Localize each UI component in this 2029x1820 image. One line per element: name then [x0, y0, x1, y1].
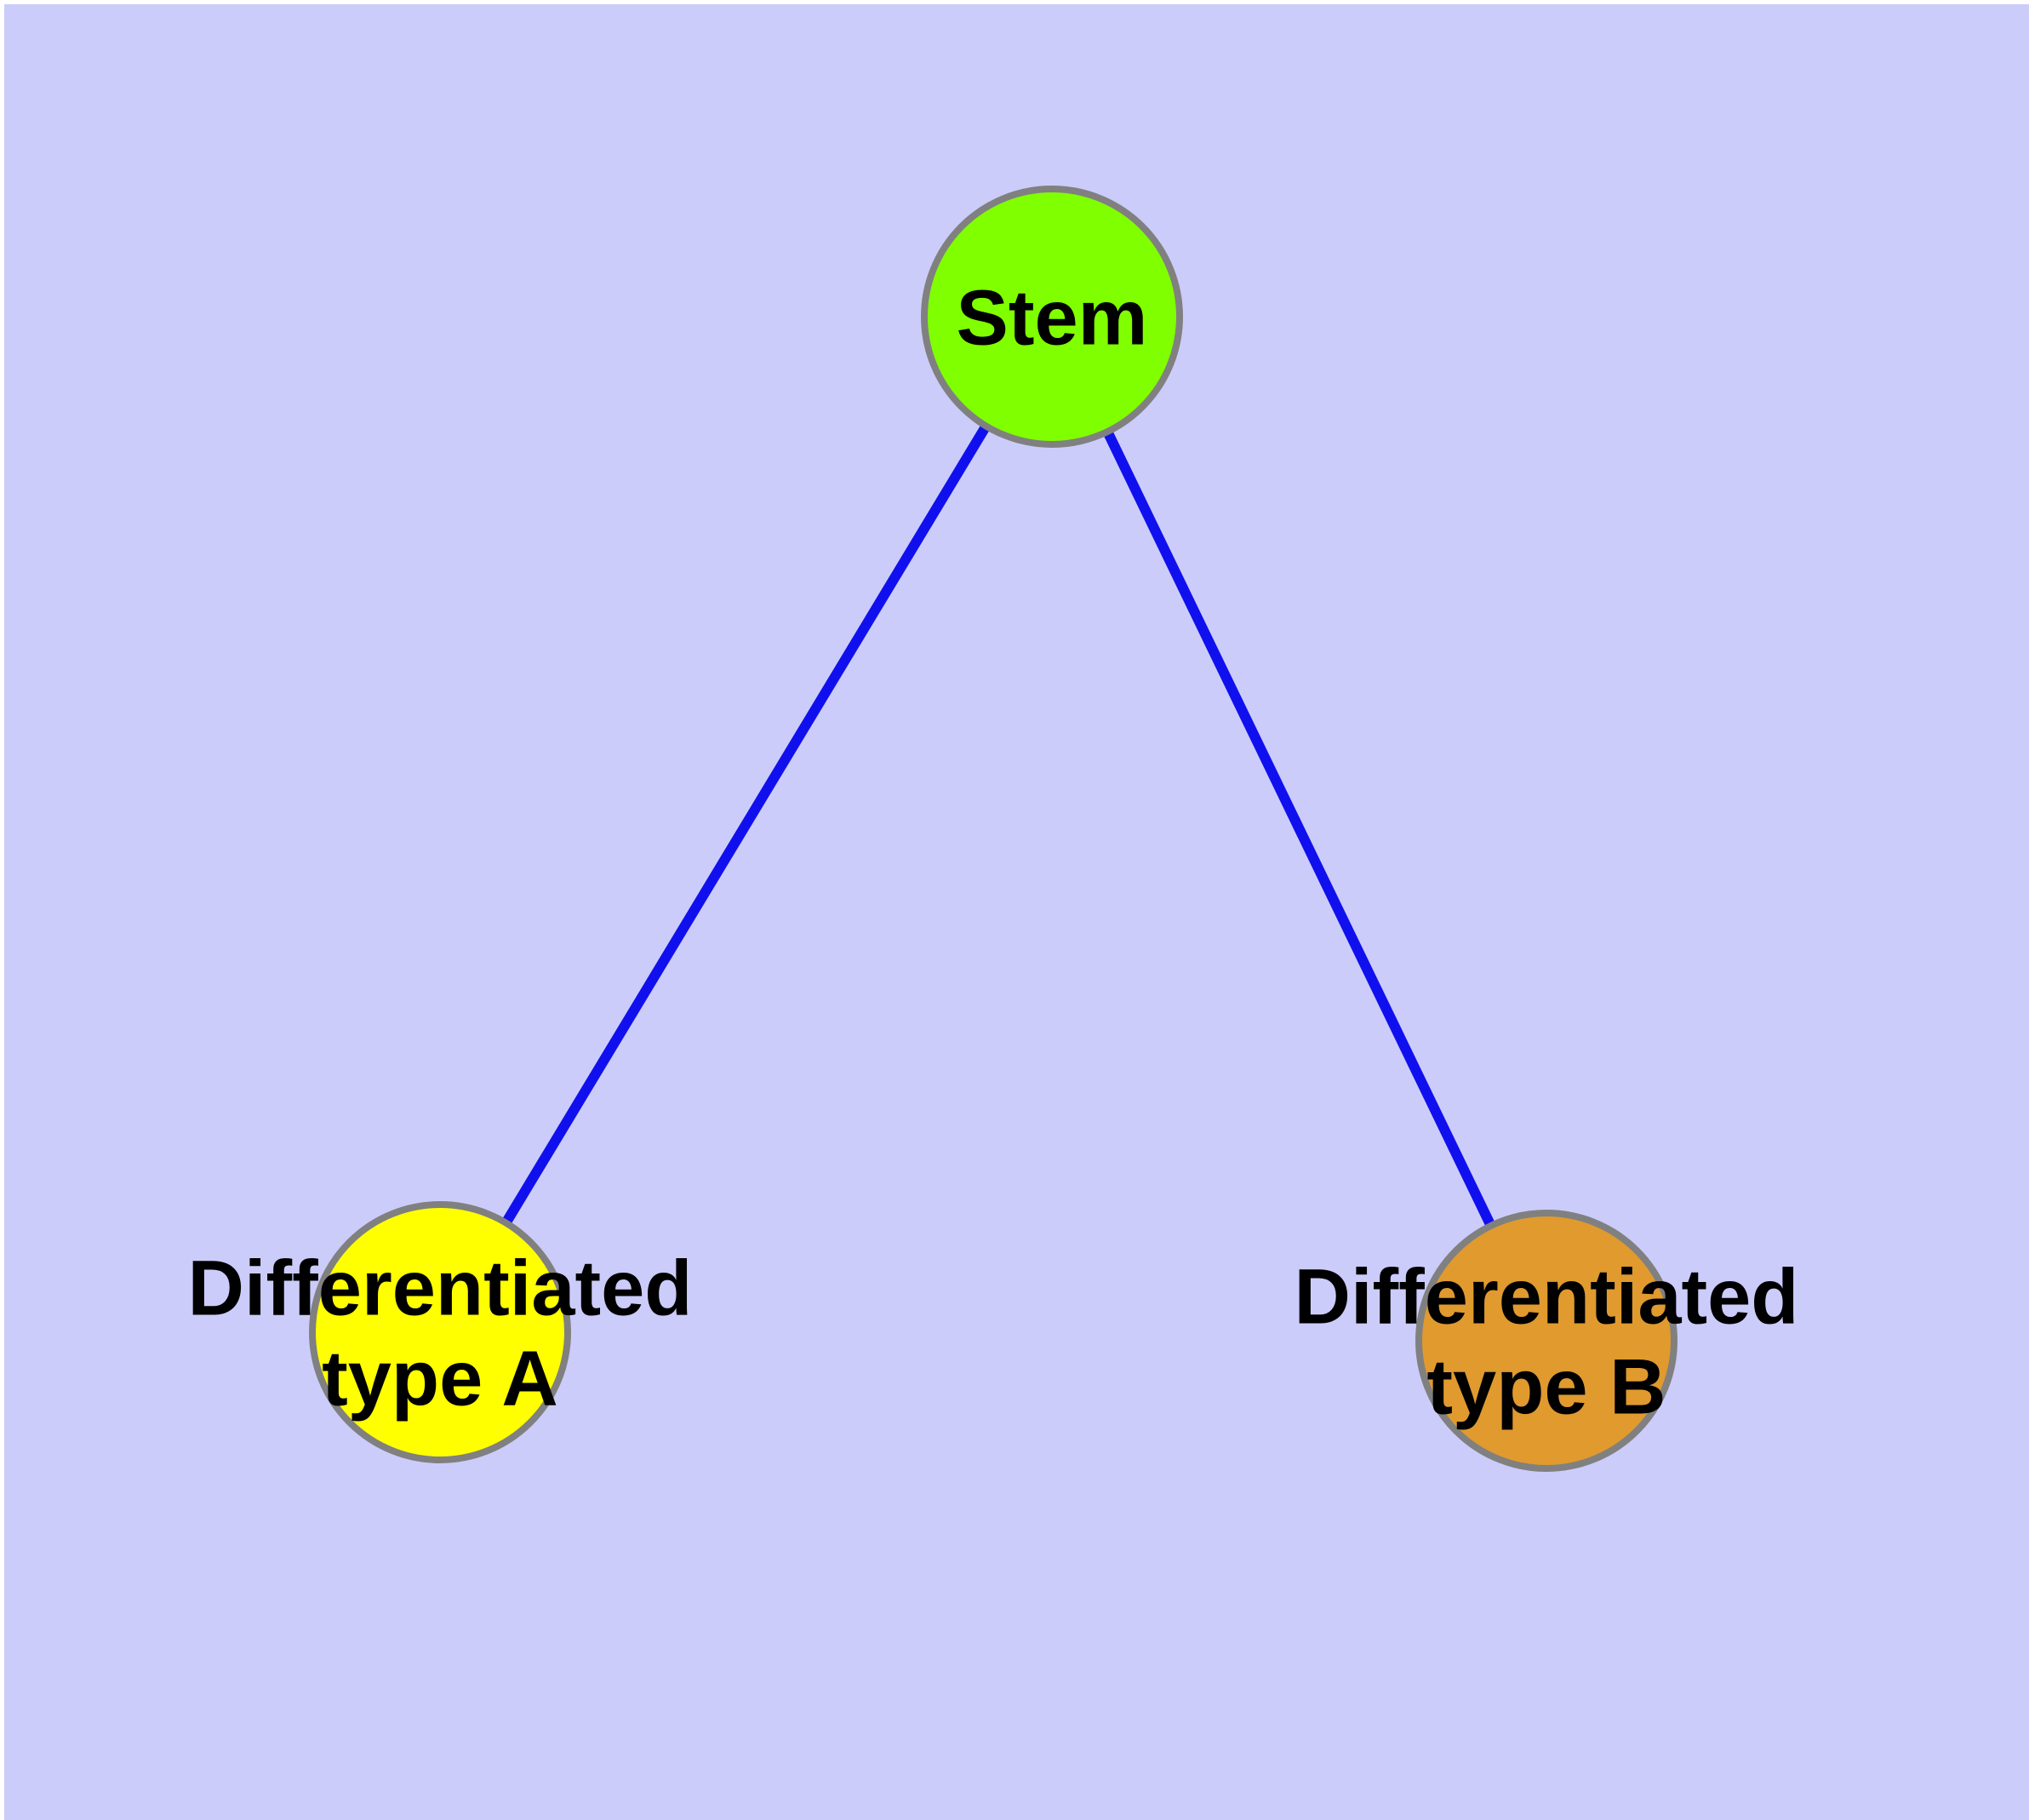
node-label-stem: Stem: [957, 275, 1148, 362]
edge-stem-to-diff_b: [1101, 427, 1497, 1230]
node-diff_b[interactable]: [1415, 1210, 1677, 1472]
node-label-line: Differentiated: [1295, 1254, 1799, 1341]
edge-stem-to-diff_a: [500, 421, 992, 1228]
node-label-line: Stem: [957, 275, 1148, 362]
node-stem[interactable]: [921, 186, 1183, 448]
node-label-line: type A: [322, 1336, 558, 1422]
edges-group: [500, 421, 1497, 1230]
nodes-group: [309, 186, 1677, 1472]
node-label-line: Differentiated: [188, 1245, 693, 1332]
node-label-line: type B: [1426, 1344, 1666, 1431]
node-diff_a[interactable]: [309, 1201, 571, 1463]
